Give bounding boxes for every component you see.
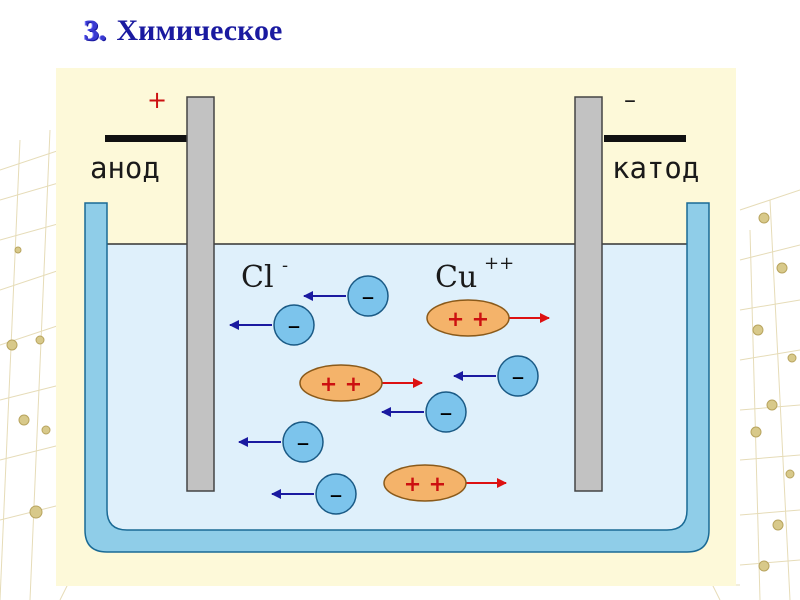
cathode-label: катод [612, 151, 699, 185]
anion-circle [497, 355, 539, 397]
cation-ellipse [383, 464, 467, 502]
anode-lead [105, 135, 187, 142]
anode-label: анод [90, 151, 160, 185]
anion-3: – [453, 355, 539, 397]
cation-ellipse [426, 299, 510, 337]
anion-sign: – [297, 428, 310, 458]
anion-label-charge: - [282, 255, 288, 276]
title-text: Химическое [116, 14, 283, 47]
anion-4: – [381, 391, 467, 433]
cation-sign: + + [320, 372, 363, 396]
anion-circle [425, 391, 467, 433]
anion-sign: – [288, 311, 301, 341]
anode-sign: + [147, 86, 167, 114]
cation-ellipse [299, 364, 383, 402]
cation-2: + + [299, 364, 423, 402]
anion-sign: – [440, 398, 453, 428]
cation-sign: + + [447, 307, 490, 331]
cation-sign: + + [404, 472, 447, 496]
anion-2: – [229, 304, 315, 346]
anion-circle [347, 275, 389, 317]
cation-1: + + [426, 299, 550, 337]
anion-circle [315, 473, 357, 515]
cathode-electrode [574, 96, 603, 492]
anion-6: – [271, 473, 357, 515]
electrolysis-vessel [84, 202, 710, 553]
title-number: 3. [84, 14, 107, 47]
anion-circle [282, 421, 324, 463]
cation-label-charge: ++ [484, 253, 514, 274]
anion-5: – [238, 421, 324, 463]
anion-sign: – [330, 480, 343, 510]
cathode-lead [604, 135, 686, 142]
slide-title: 3. Химическое [84, 14, 282, 48]
anion-sign: – [362, 282, 375, 312]
anode-electrode [186, 96, 215, 492]
cation-3: + + [383, 464, 507, 502]
cathode-sign: – [624, 86, 636, 114]
anion-label: Cl [241, 260, 274, 295]
cation-label: Cu [435, 260, 477, 295]
anion-sign: – [512, 362, 525, 392]
anion-circle [273, 304, 315, 346]
anion-1: – [303, 275, 389, 317]
